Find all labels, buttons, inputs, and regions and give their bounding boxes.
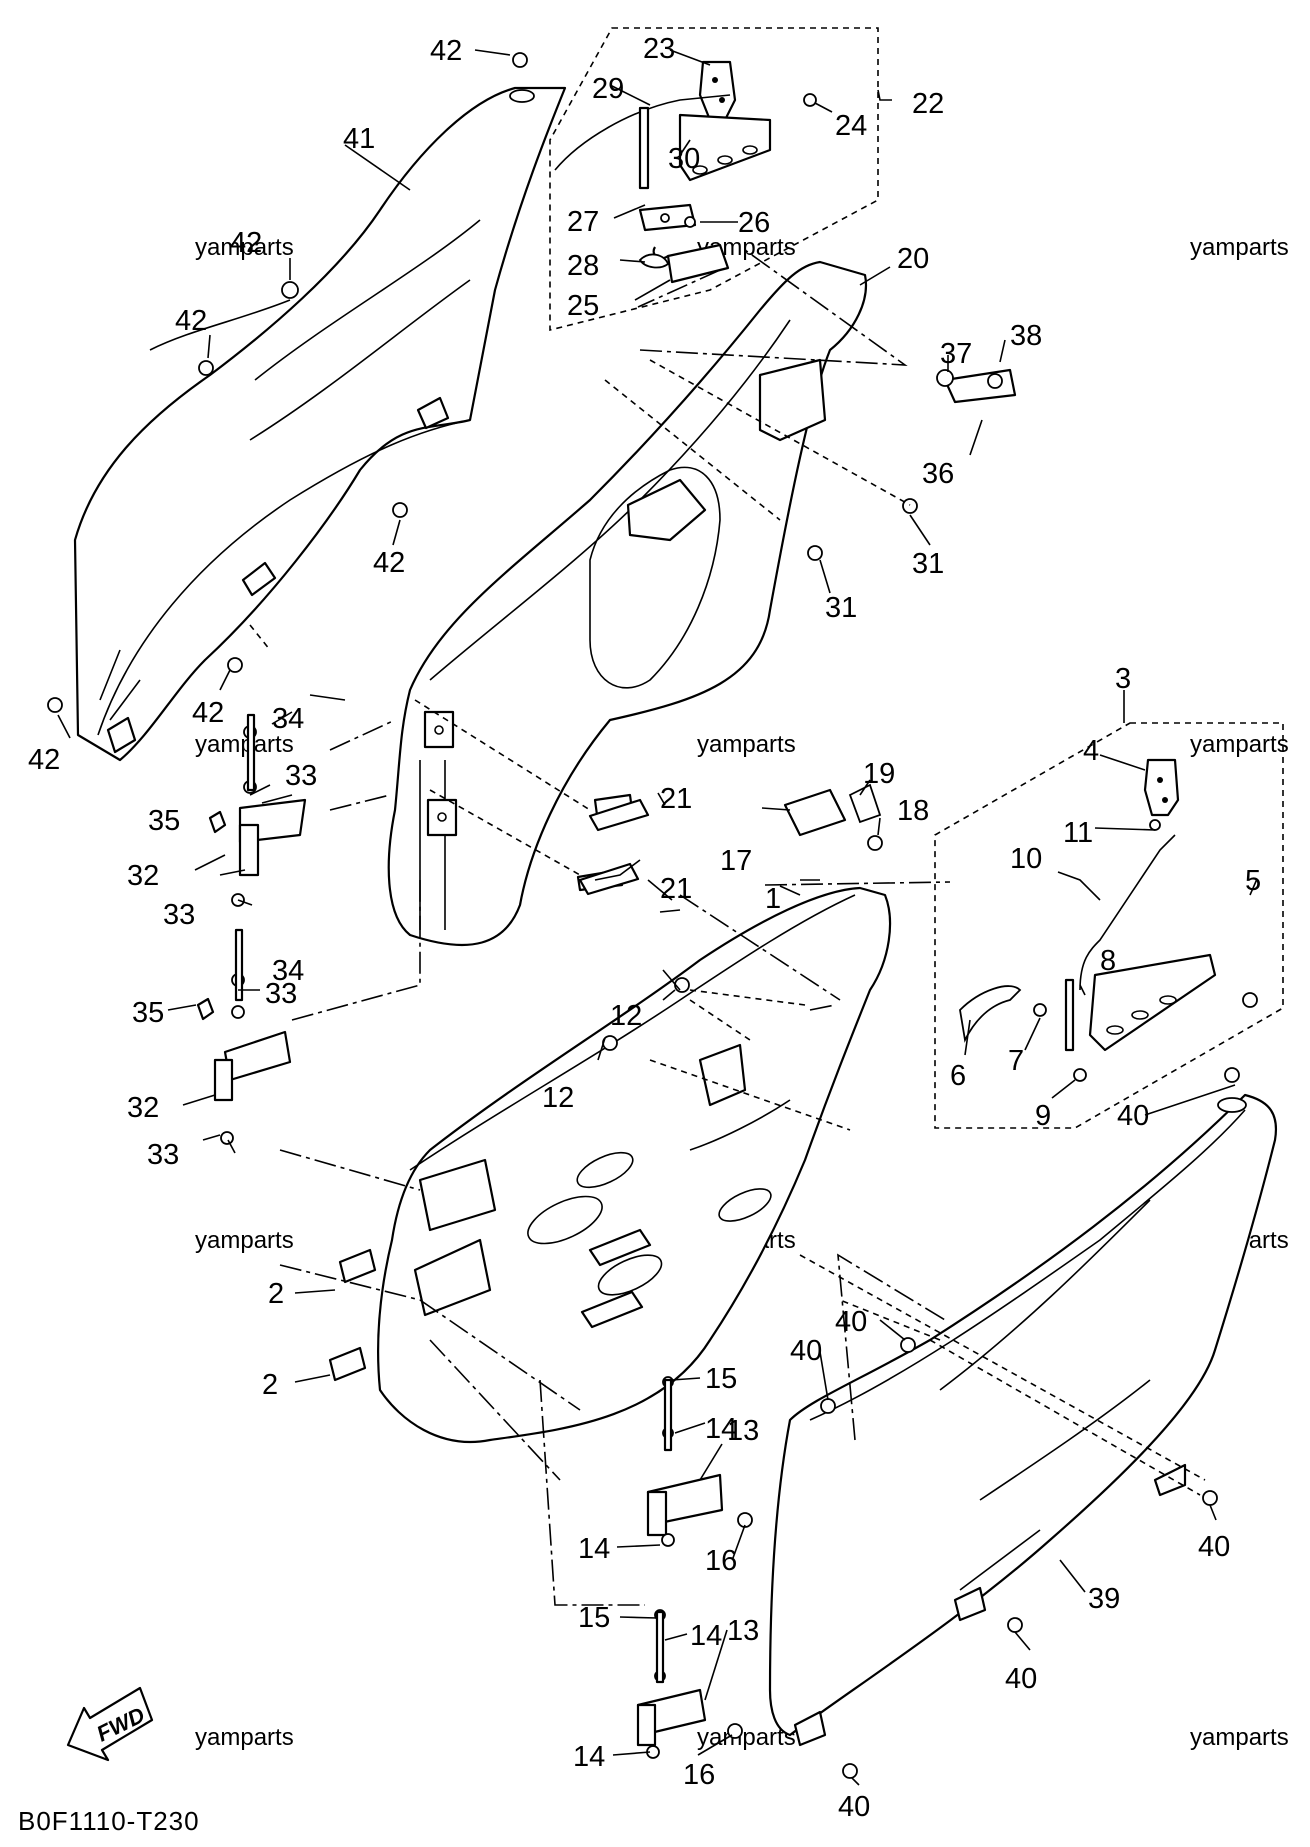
callout-20: 20 — [897, 243, 929, 275]
callout-41: 41 — [343, 123, 375, 155]
callout-11: 11 — [1063, 817, 1093, 849]
callout-5: 5 — [1245, 865, 1261, 897]
callout-19: 19 — [863, 758, 895, 790]
part-39-bottom-panel — [768, 1093, 1278, 1747]
callout-33: 33 — [163, 899, 195, 931]
callout-40: 40 — [1005, 1663, 1037, 1695]
callout-35: 35 — [148, 805, 180, 837]
callout-40: 40 — [1117, 1100, 1149, 1132]
callout-24: 24 — [835, 110, 867, 142]
callout-4: 4 — [1083, 735, 1099, 767]
callout-14: 14 — [578, 1533, 610, 1565]
callout-14: 14 — [573, 1741, 605, 1773]
callout-15: 15 — [578, 1602, 610, 1634]
callout-37: 37 — [940, 338, 972, 370]
callout-40: 40 — [1198, 1531, 1230, 1563]
callout-33: 33 — [265, 978, 297, 1010]
callout-27: 27 — [567, 206, 599, 238]
callout-38: 38 — [1010, 320, 1042, 352]
callout-17: 17 — [720, 845, 752, 877]
callout-31: 31 — [912, 548, 944, 580]
callout-42: 42 — [230, 227, 262, 259]
callout-13: 13 — [727, 1615, 759, 1647]
callout-34: 34 — [272, 703, 304, 735]
callout-32: 32 — [127, 1092, 159, 1124]
watermark: yamparts — [195, 1724, 294, 1751]
callout-16: 16 — [683, 1759, 715, 1791]
callout-26: 26 — [738, 207, 770, 239]
callout-39: 39 — [1088, 1583, 1120, 1615]
callout-40: 40 — [835, 1306, 867, 1338]
callout-30: 30 — [668, 143, 700, 175]
part-20-side-cover — [387, 260, 868, 947]
callout-21: 21 — [660, 873, 692, 905]
watermark: yamparts — [1190, 234, 1289, 261]
kit-outline-22 — [549, 27, 879, 332]
part-1-lower-cover — [376, 886, 892, 1443]
callout-42: 42 — [430, 35, 462, 67]
kit-22-latch — [554, 60, 772, 284]
callout-40: 40 — [838, 1791, 870, 1823]
watermark: yamparts — [195, 1227, 294, 1254]
callout-numbers: 42 41 42 42 42 42 42 23 29 30 27 26 28 2… — [28, 33, 1261, 1823]
callout-32: 32 — [127, 860, 159, 892]
callout-25: 25 — [567, 290, 599, 322]
callout-10: 10 — [1010, 843, 1042, 875]
callout-2: 2 — [268, 1278, 284, 1310]
leader-lines — [57, 49, 1258, 1786]
fwd-arrow-icon: FWD — [66, 1686, 154, 1762]
kit-3-latch — [959, 758, 1217, 1082]
callout-35: 35 — [132, 997, 164, 1029]
watermark: yamparts — [1190, 731, 1289, 758]
watermark: yamparts — [195, 234, 294, 261]
callout-42: 42 — [175, 305, 207, 337]
callout-15: 15 — [705, 1363, 737, 1395]
callout-1: 1 — [765, 883, 781, 915]
callout-6: 6 — [950, 1060, 966, 1092]
callout-42: 42 — [192, 697, 224, 729]
callout-14: 14 — [705, 1413, 737, 1445]
callout-7: 7 — [1008, 1045, 1024, 1077]
callout-2: 2 — [262, 1369, 278, 1401]
callout-14: 14 — [690, 1620, 722, 1652]
hardware — [47, 52, 1258, 1779]
callout-29: 29 — [592, 73, 624, 105]
callout-33: 33 — [285, 760, 317, 792]
callout-40: 40 — [790, 1335, 822, 1367]
callout-9: 9 — [1035, 1100, 1051, 1132]
callout-42: 42 — [373, 547, 405, 579]
watermark: yamparts — [697, 731, 796, 758]
callout-28: 28 — [567, 250, 599, 282]
callout-13: 13 — [727, 1415, 759, 1447]
callout-34: 34 — [272, 955, 304, 987]
callout-12: 12 — [610, 1000, 642, 1032]
watermark: yamparts — [1190, 1724, 1289, 1751]
callout-16: 16 — [705, 1545, 737, 1577]
part-41-upper-panel — [73, 86, 567, 762]
callout-31: 31 — [825, 592, 857, 624]
callout-8: 8 — [1100, 945, 1116, 977]
callout-21: 21 — [660, 783, 692, 815]
callout-12: 12 — [542, 1082, 574, 1114]
callout-36: 36 — [922, 458, 954, 490]
callout-23: 23 — [643, 33, 675, 65]
assembly-lines — [249, 249, 1206, 1606]
diagram-code: B0F1110-T230 — [18, 1806, 200, 1836]
callout-33: 33 — [147, 1139, 179, 1171]
kit-outline-3 — [934, 722, 1284, 1129]
callout-42: 42 — [28, 744, 60, 776]
callout-18: 18 — [897, 795, 929, 827]
callout-3: 3 — [1115, 663, 1131, 695]
callout-22: 22 — [912, 88, 944, 120]
hinges — [213, 368, 1017, 1747]
